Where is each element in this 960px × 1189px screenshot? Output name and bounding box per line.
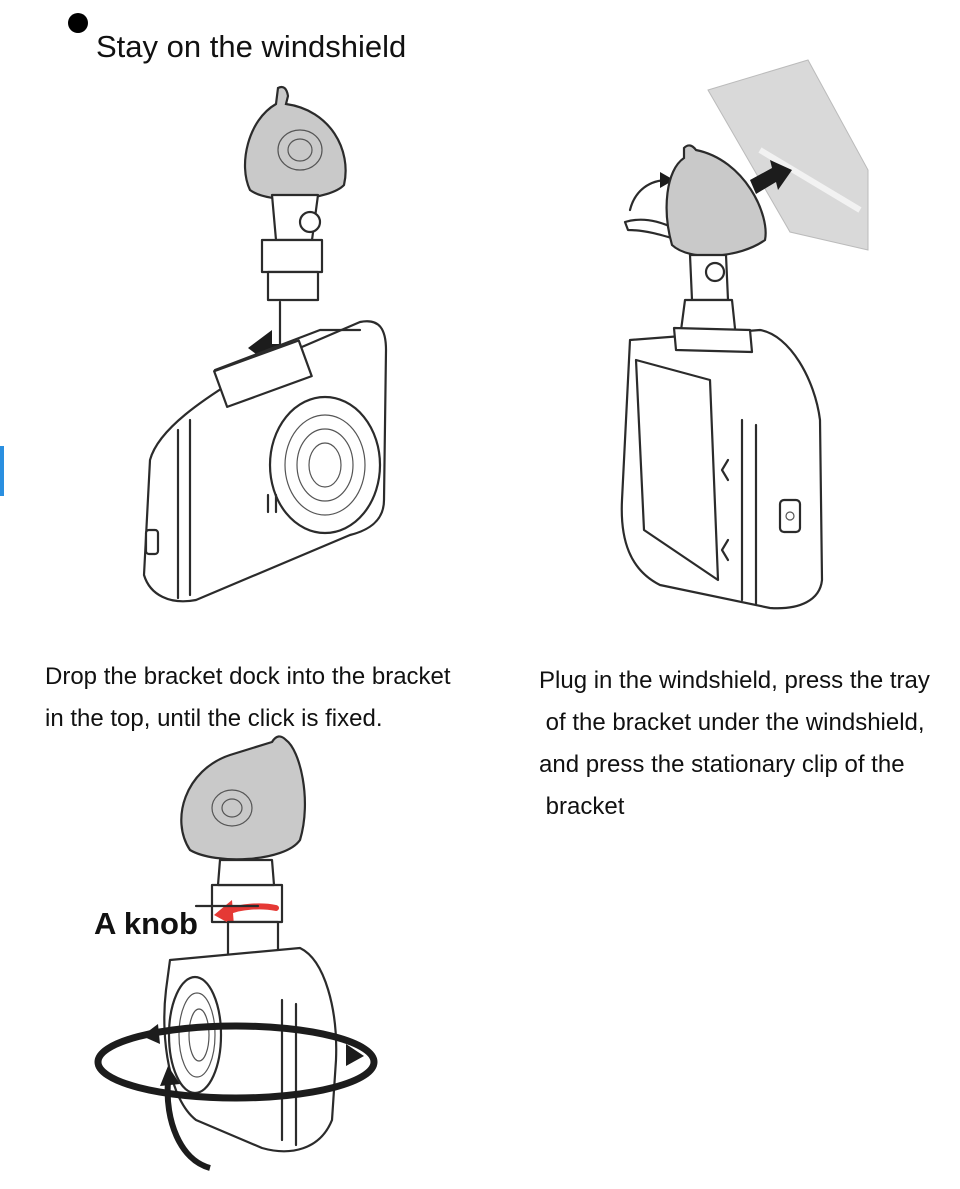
windshield-step-caption: Plug in the windshield, press the tray o… xyxy=(539,660,930,828)
caption-line: bracket xyxy=(539,793,625,820)
dock-step-caption: Drop the bracket dock into the bracket i… xyxy=(45,656,451,740)
bullet-point xyxy=(68,13,88,33)
caption-line: of the bracket under the windshield, xyxy=(539,709,925,736)
section-title: Stay on the windshield xyxy=(96,29,407,64)
caption-line: Plug in the windshield, press the tray xyxy=(539,667,930,694)
caption-line: Drop the bracket dock into the bracket xyxy=(45,663,451,690)
caption-line: in the top, until the click is fixed. xyxy=(45,705,383,732)
edge-marker xyxy=(0,446,4,496)
knob-label: A knob xyxy=(94,906,198,941)
caption-line: and press the stationary clip of the xyxy=(539,751,905,778)
